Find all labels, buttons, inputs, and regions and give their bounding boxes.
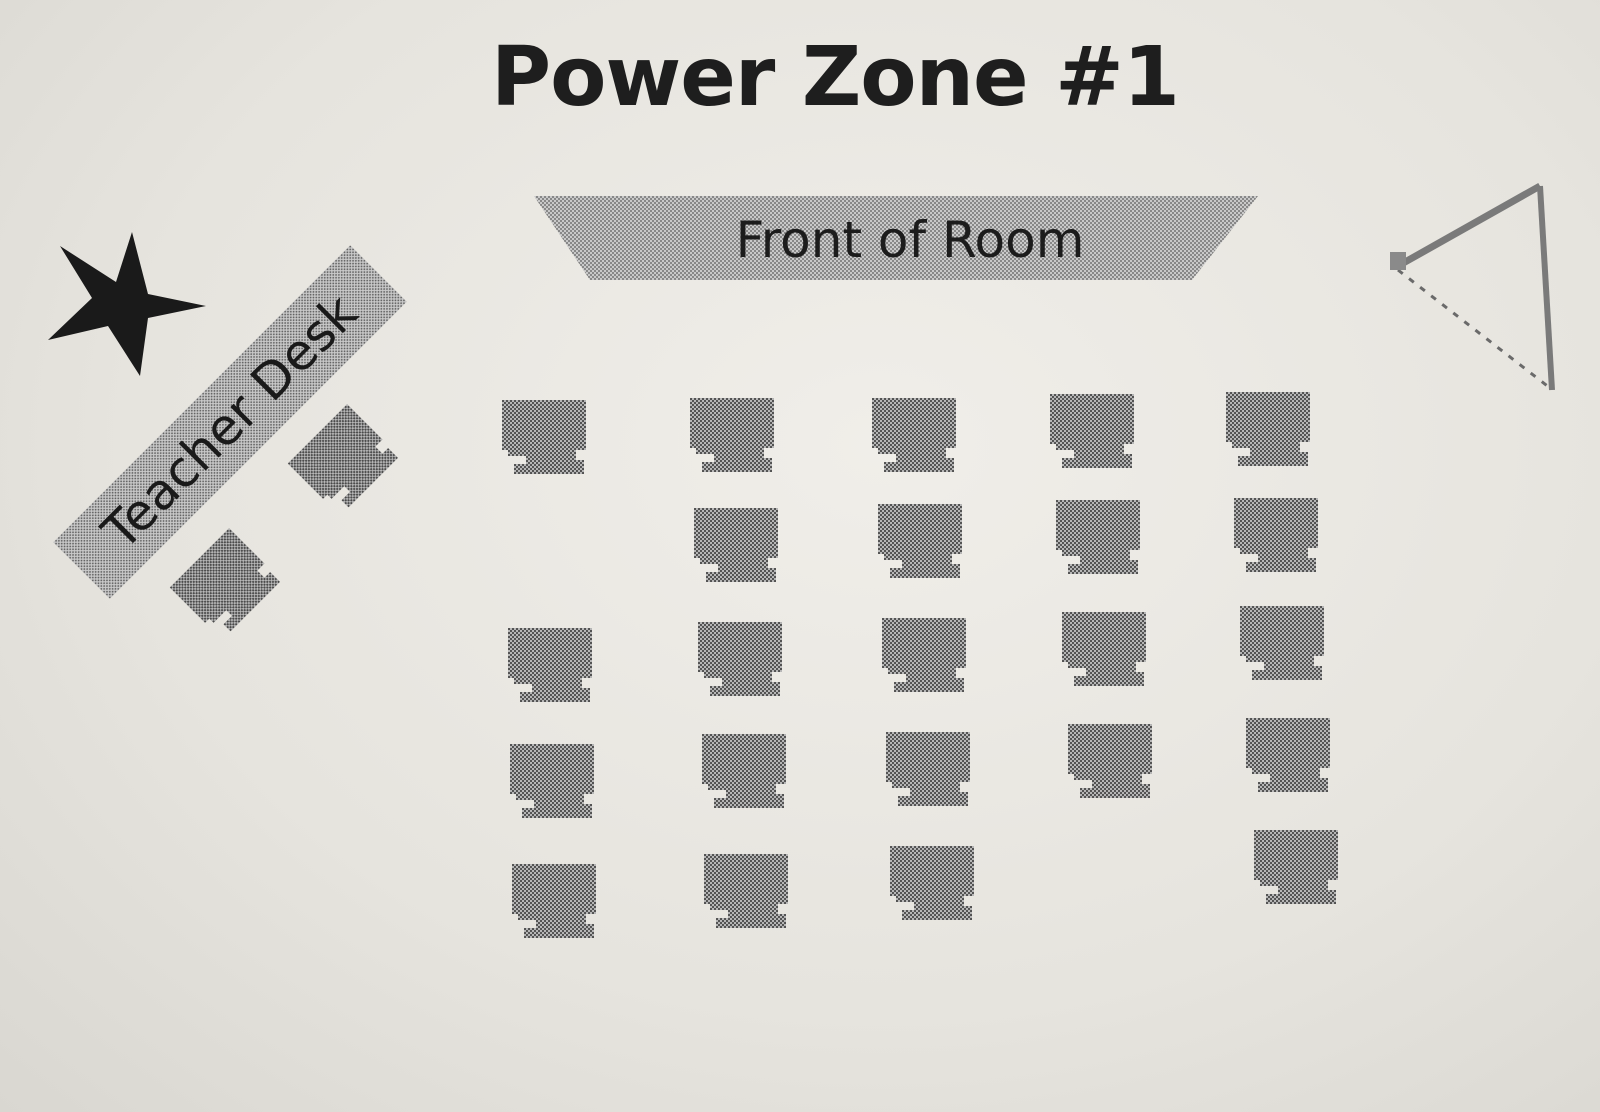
desk <box>872 398 956 472</box>
desk <box>1240 606 1324 680</box>
desk <box>878 504 962 578</box>
star-icon <box>48 232 206 376</box>
desk <box>698 622 782 696</box>
desk <box>882 618 966 692</box>
desk <box>510 744 594 818</box>
desk <box>694 508 778 582</box>
desk <box>1056 500 1140 574</box>
desk <box>1050 394 1134 468</box>
desk <box>508 628 592 702</box>
desk <box>690 398 774 472</box>
desk-angled-1 <box>287 404 400 516</box>
desk <box>1234 498 1318 572</box>
flag-icon <box>1390 182 1555 391</box>
desk <box>1068 724 1152 798</box>
desk <box>704 854 788 928</box>
desk <box>702 734 786 808</box>
desk <box>1254 830 1338 904</box>
page-title: Power Zone #1 <box>491 30 1180 125</box>
teacher-desk <box>53 245 407 599</box>
desk <box>1062 612 1146 686</box>
desk <box>890 846 974 920</box>
desk <box>512 864 596 938</box>
desk <box>1246 718 1330 792</box>
desk <box>886 732 970 806</box>
desk-angled-2 <box>169 528 282 640</box>
front-of-room-banner <box>534 196 1258 280</box>
front-of-room-label: Front of Room <box>735 211 1085 269</box>
desk <box>502 400 586 474</box>
desk <box>1226 392 1310 466</box>
